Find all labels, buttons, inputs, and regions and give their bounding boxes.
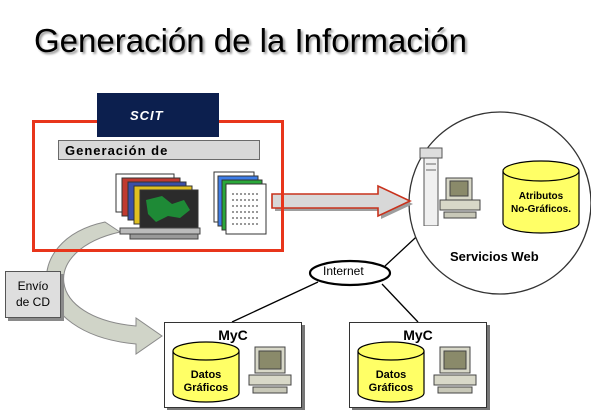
graphic-data-database-icon bbox=[172, 341, 240, 403]
graphic-data-database-icon bbox=[357, 341, 425, 403]
scit-logo bbox=[97, 93, 219, 137]
cd-shipment-line1: Envío bbox=[17, 279, 49, 293]
attributes-db-line1: Atributos bbox=[518, 191, 564, 202]
attributes-database-label: Atributos No-Gráficos. bbox=[504, 190, 578, 216]
workstation-icon bbox=[248, 346, 292, 394]
generation-label: Generación de bbox=[58, 140, 260, 160]
server-workstation-icon bbox=[419, 147, 481, 226]
attributes-db-line2: No-Gráficos. bbox=[510, 204, 571, 215]
myc-right-title: MyC bbox=[403, 327, 433, 343]
internet-ellipse bbox=[308, 259, 392, 287]
myc-left-db-line1: Datos bbox=[190, 369, 222, 381]
graphic-data-label-left: Datos Gráficos bbox=[173, 369, 239, 395]
attributes-database-icon bbox=[502, 160, 580, 234]
myc-right-db-line1: Datos bbox=[375, 369, 407, 381]
cd-shipment-line2: de CD bbox=[15, 295, 50, 309]
myc-left-title: MyC bbox=[218, 327, 248, 343]
slide-title: Generación de la Información bbox=[34, 22, 467, 59]
connector-internet-to-myc-right bbox=[381, 283, 419, 323]
map-documents-graphic bbox=[115, 171, 267, 240]
web-services-label: Servicios Web bbox=[450, 249, 539, 264]
connector-internet-to-myc-left bbox=[231, 281, 319, 323]
myc-right-db-line2: Gráficos bbox=[368, 382, 414, 394]
myc-client-right: MyC Datos Gráficos bbox=[349, 322, 487, 408]
graphic-data-label-right: Datos Gráficos bbox=[358, 369, 424, 395]
workstation-icon bbox=[433, 346, 477, 394]
cd-shipment-box: Envío de CD bbox=[5, 271, 61, 318]
map-stack-icon bbox=[115, 173, 201, 240]
internet-label: Internet bbox=[323, 264, 364, 278]
upload-arrow bbox=[271, 184, 413, 219]
cd-shipment-arrow bbox=[45, 221, 163, 355]
scit-logo-text: SCIT bbox=[130, 108, 164, 123]
myc-client-left: MyC Datos Gráficos bbox=[164, 322, 302, 408]
myc-left-db-line2: Gráficos bbox=[183, 382, 229, 394]
document-stack-icon bbox=[213, 171, 267, 235]
